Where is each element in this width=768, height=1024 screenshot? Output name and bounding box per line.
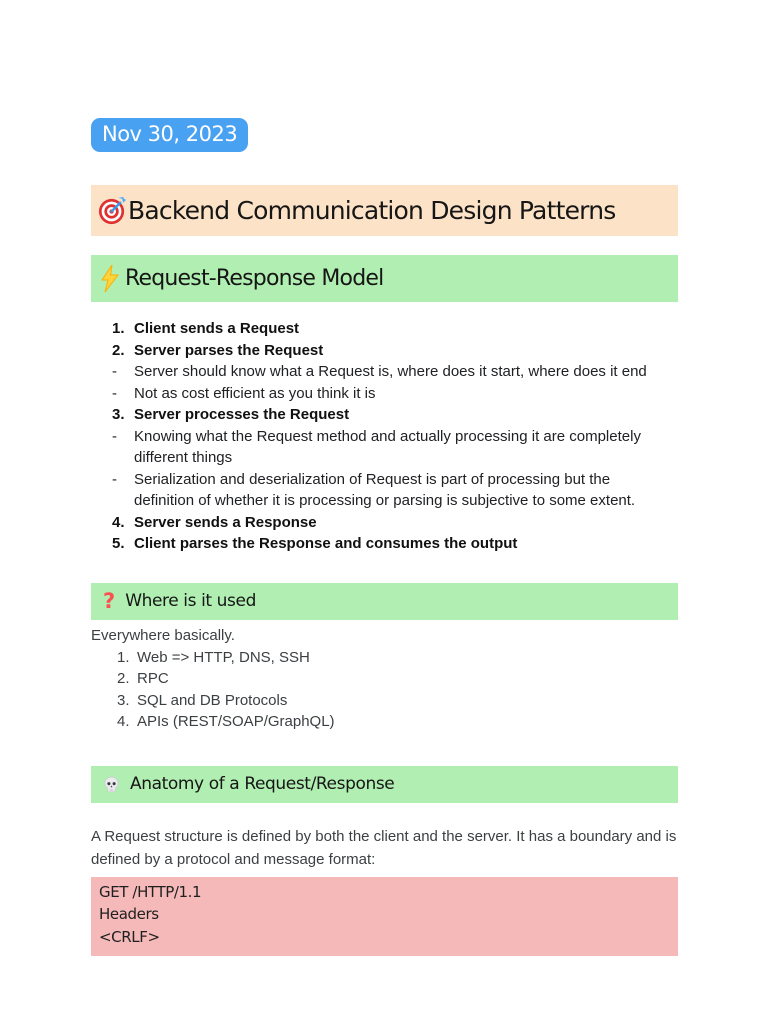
list-item: 4. APIs (REST/SOAP/GraphQL) (117, 713, 335, 731)
question-icon: ? (103, 588, 116, 613)
list-item: 1. Web => HTTP, DNS, SSH (117, 648, 310, 666)
code-line: Headers (99, 905, 159, 924)
list-item: - Not as cost efficient as you think it … (112, 384, 376, 402)
section-title-where-used: Where is it used (125, 591, 256, 611)
skull-icon (103, 776, 120, 793)
target-icon (97, 195, 128, 226)
code-line: <CRLF> (99, 927, 160, 946)
date-badge: Nov 30, 2023 (91, 118, 249, 152)
list-item: 4. Server sends a Response (112, 513, 317, 531)
list-item: 2. RPC (117, 670, 169, 688)
request-response-steps: 1. Client sends a Request 2. Server pars… (91, 318, 657, 555)
content-column: Nov 30, 2023 Backend Communication Desig… (91, 118, 678, 957)
list-item: - Serialization and deserialization of R… (112, 470, 636, 510)
list-item: - Knowing what the Request method and ac… (112, 427, 641, 467)
list-item: 1. Client sends a Request (112, 320, 300, 337)
section-banner-request-response: Request-Response Model (91, 255, 678, 302)
section-title-anatomy: Anatomy of a Request/Response (130, 774, 395, 795)
list-item: 3. Server processes the Request (112, 406, 350, 423)
lightning-icon (100, 265, 120, 292)
request-code-block: GET /HTTP/1.1 Headers <CRLF> (91, 876, 678, 957)
section-banner-where-used: ? Where is it used (91, 582, 678, 620)
section-title-request-response: Request-Response Model (125, 266, 384, 291)
page-title: Backend Communication Design Patterns (128, 196, 616, 225)
section-banner-anatomy: Anatomy of a Request/Response (91, 765, 678, 803)
anatomy-paragraph: A Request structure is defined by both t… (91, 827, 677, 868)
where-used-intro: Everywhere basically. (91, 626, 235, 644)
page-title-banner: Backend Communication Design Patterns (91, 185, 678, 236)
list-item: 3. SQL and DB Protocols (117, 691, 288, 709)
where-used-list: 1. Web => HTTP, DNS, SSH 2. RPC 3. SQL a… (91, 647, 678, 733)
list-item: 5. Client parses the Response and consum… (112, 535, 518, 552)
list-item: - Server should know what a Request is, … (112, 363, 647, 380)
list-item: 2. Server parses the Request (112, 341, 324, 359)
code-line: GET /HTTP/1.1 (99, 882, 202, 901)
